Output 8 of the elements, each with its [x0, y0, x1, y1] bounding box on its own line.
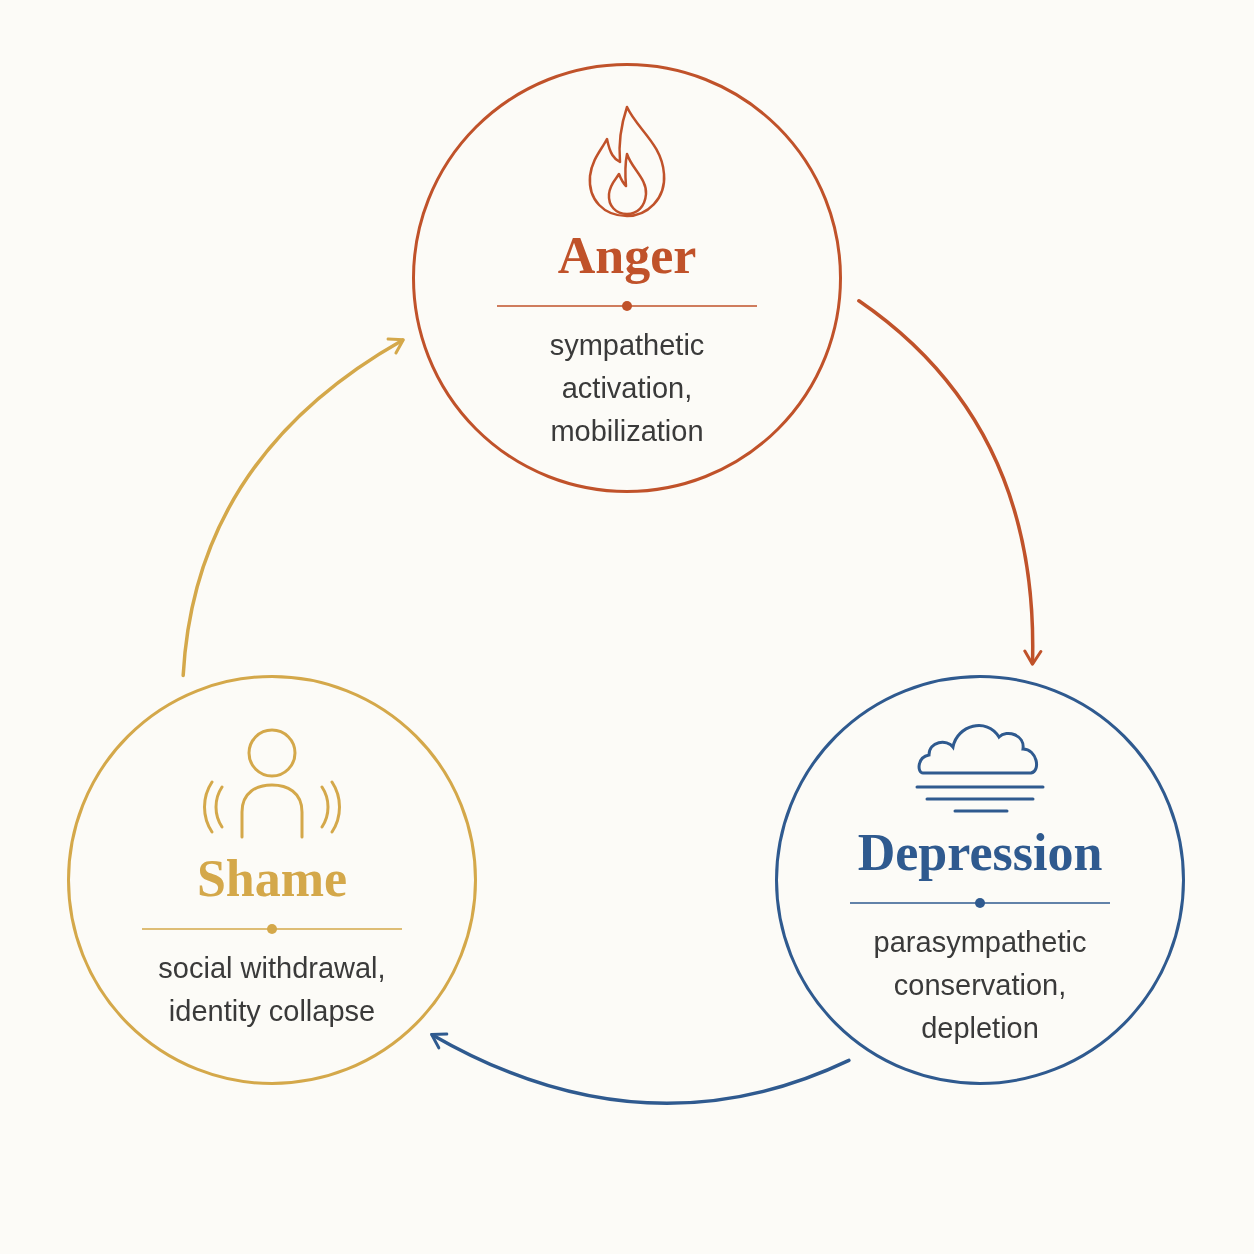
curved-arrow — [430, 1032, 851, 1105]
state-description: sympathetic activation, mobilization — [548, 327, 706, 449]
emotion-title: Depression — [857, 822, 1103, 883]
emotion-title: Anger — [557, 225, 697, 286]
emotion-title: Shame — [196, 849, 348, 909]
curved-arrow — [857, 299, 1042, 666]
state-description: social withdrawal, identity collapse — [157, 951, 387, 1029]
state-description: parasympathetic conservation, depletion — [872, 924, 1088, 1046]
